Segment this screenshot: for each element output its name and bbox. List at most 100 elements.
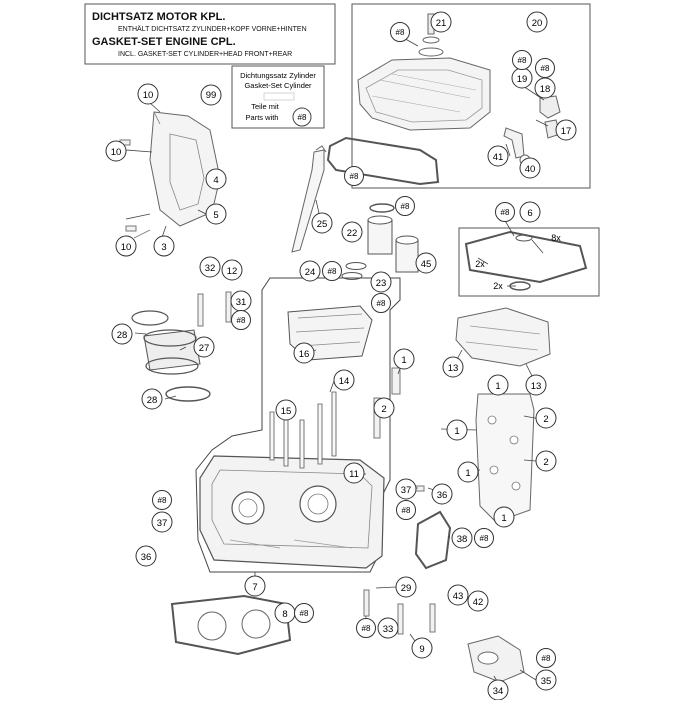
callout-36a: 36 [431,483,453,505]
callout-9: 9 [411,637,433,659]
marker-8-37: #8 [396,500,416,520]
tappets [341,203,419,280]
head-gasket [170,594,292,656]
legend-line2: Gasket-Set Cylinder [244,81,312,90]
callout-14: 14 [333,369,355,391]
marker-8-38: #8 [474,528,494,548]
gasket-inset-frame [458,227,600,297]
callout-10a: 10 [137,83,159,105]
callout-27: 27 [193,336,215,358]
svg-text:2: 2 [381,404,386,415]
svg-text:13: 13 [531,381,542,392]
svg-text:#8: #8 [328,267,337,276]
svg-text:#8: #8 [501,208,510,217]
callout-36b: 36 [135,545,157,567]
svg-text:4: 4 [213,175,218,186]
svg-text:22: 22 [347,228,358,239]
marker-8-31: #8 [231,310,251,330]
svg-text:#8: #8 [542,654,551,663]
callout-6: 6 [519,201,541,223]
svg-text:10: 10 [111,147,122,158]
shim-plate [475,393,535,523]
callout-45: 45 [415,252,437,274]
callouts: 99 10 10 10 3 4 5 25 22 23 45 24 32 1 2 3… [105,11,577,701]
svg-text:#8: #8 [396,28,405,37]
marker-8-cover-right2: #8 [535,58,555,78]
svg-text:19: 19 [517,74,528,85]
svg-text:34: 34 [493,686,504,697]
callout-23: 23 [370,271,392,293]
valve-cover [357,57,491,131]
callout-28b: 28 [141,388,163,410]
head-cover-gasket [326,136,440,186]
svg-text:28: 28 [117,330,128,341]
svg-text:40: 40 [525,164,536,175]
legend-line4: Parts with [246,113,279,122]
qty-8x: 8x [551,233,561,243]
svg-text:#8: #8 [402,506,411,515]
svg-text:28: 28 [147,395,158,406]
svg-text:99: 99 [206,90,217,101]
callout-7: 7 [244,575,266,597]
breather-fitting [539,95,561,119]
svg-text:33: 33 [383,624,394,635]
rocker-arm-shaft-assembly [455,307,551,367]
callout-34: 34 [487,679,509,701]
chain-guide [291,145,327,253]
callout-10b: 10 [105,140,127,162]
cover-bracket [503,127,525,159]
callout-33: 33 [377,617,399,639]
svg-text:5: 5 [213,210,218,221]
legend-marker: #8 [298,113,307,122]
marker-8-left: #8 [152,490,172,510]
svg-text:20: 20 [532,18,543,29]
svg-text:15: 15 [281,406,292,417]
marker-8-fitting: #8 [536,648,556,668]
callout-3: 3 [153,235,175,257]
svg-text:38: 38 [457,534,468,545]
callout-37a: 37 [395,478,417,500]
callout-31: 31 [230,290,252,312]
svg-text:16: 16 [299,349,310,360]
callout-4: 4 [205,168,227,190]
callout-8: 8 [274,602,296,624]
callout-21: 21 [430,11,452,33]
marker-8-cover-right: #8 [512,50,532,70]
svg-text:29: 29 [401,583,412,594]
callout-1b: 1 [487,374,509,396]
callout-11: 11 [343,462,365,484]
svg-text:13: 13 [448,363,459,374]
svg-text:6: 6 [527,208,532,219]
callout-24: 24 [299,260,321,282]
inset-frame [351,3,591,189]
bolts [119,139,436,635]
callout-43: 43 [447,584,469,606]
callout-22: 22 [341,221,363,243]
callout-1e: 1 [493,506,515,528]
callout-1d: 1 [457,461,479,483]
callout-25: 25 [311,212,333,234]
svg-text:10: 10 [121,242,132,253]
svg-text:8: 8 [282,609,287,620]
callout-32: 32 [199,256,221,278]
callout-99: 99 [200,84,222,106]
intake-cover [133,111,221,239]
title-sub-de: ENTHÄLT DICHTSATZ ZYLINDER+KOPF VORNE+HI… [118,25,307,33]
title-line-en: GASKET-SET ENGINE CPL. [92,36,236,48]
marker-8-33: #8 [356,618,376,638]
cylinder-head [199,455,385,569]
callout-16: 16 [293,342,315,364]
svg-text:27: 27 [199,343,210,354]
svg-text:37: 37 [401,485,412,496]
svg-text:#8: #8 [480,534,489,543]
svg-text:45: 45 [421,259,432,270]
svg-text:1: 1 [501,513,506,524]
legend-box: Dichtungssatz Zylinder Gasket-Set Cylind… [231,65,325,129]
qty-2x-a: 2x [475,259,485,269]
marker-8-gasket-top: #8 [344,166,364,186]
marker-8-24: #8 [322,261,342,281]
callout-15: 15 [275,399,297,421]
marker-8-head-gasket: #8 [294,603,314,623]
